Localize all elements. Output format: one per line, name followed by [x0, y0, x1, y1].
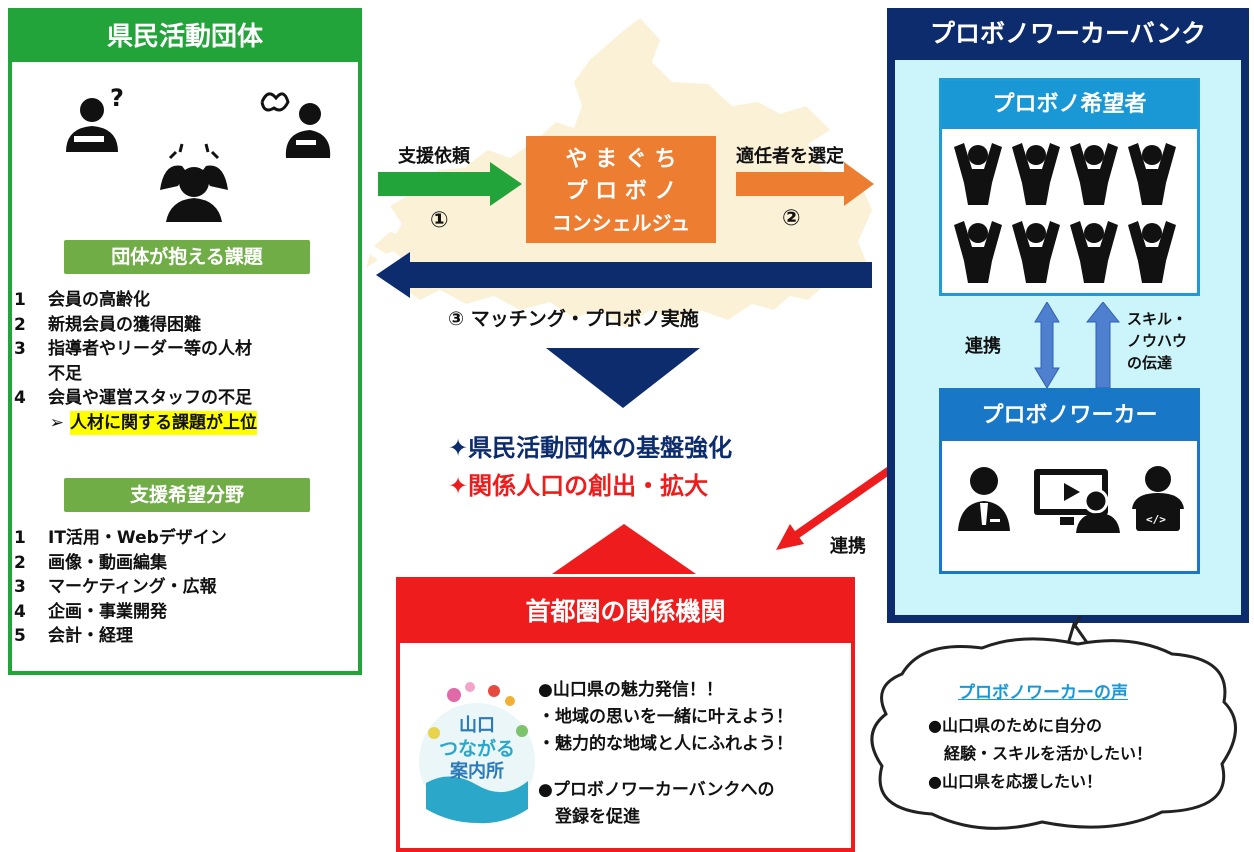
svg-text:山口: 山口 — [459, 715, 495, 736]
outcome-1: ✦県民活動団体の基盤強化 — [448, 434, 733, 462]
worker-title: プロボノワーカー — [942, 391, 1197, 441]
up-triangle — [552, 524, 696, 574]
organizations-title: 県民活動団体 — [12, 12, 358, 62]
metro-text-2: ●プロボノワーカーバンクへの 登録を促進 — [538, 780, 775, 827]
down-triangle — [546, 348, 700, 408]
select-label: 適任者を選定 — [736, 146, 844, 167]
concierge-line: や ま ぐ ち — [565, 147, 677, 172]
svg-text:案内所: 案内所 — [449, 760, 504, 782]
link-label: 連携 — [965, 336, 1001, 357]
worker-bank-panel: プロボノワーカーバンク プロボノ希望者 連携 スキル・ ノウハウ — [887, 8, 1249, 623]
list-item: 不足 — [48, 363, 82, 384]
worker-icons: </> — [958, 466, 1184, 533]
skill-transfer-label: スキル・ ノウハウ の伝達 — [1127, 310, 1188, 372]
matching-label: ③ マッチング・プロボノ実施 — [448, 308, 699, 330]
metro-text-1: ●山口県の魅力発信！！ ・地域の思いを一緒に叶えよう！ ・魅力的な地域と人にふれ… — [538, 680, 793, 754]
cheering-people-icon — [954, 143, 1176, 283]
worker-bank-title: プロボノワーカーバンク — [929, 19, 1206, 48]
voice-bubble — [870, 615, 1237, 830]
hopeful-title: プロボノ希望者 — [942, 81, 1197, 129]
matching-arrow — [376, 252, 872, 298]
troubled-people-icon: ? — [66, 84, 331, 222]
metro-title: 首都圏の関係機関 — [400, 581, 851, 643]
support-header: 支援希望分野 — [64, 478, 310, 512]
step-1-badge: ① — [430, 208, 449, 233]
outcome-2: ✦関係人口の創出・拡大 — [448, 472, 709, 500]
hopeful-box: プロボノ希望者 — [939, 78, 1200, 296]
link-vertical-arrows — [1034, 302, 1121, 388]
worker-box: プロボノワーカー </> — [939, 388, 1200, 574]
svg-text:</>: </> — [1146, 513, 1166, 526]
select-arrow — [736, 162, 874, 206]
metro-agencies-box: 首都圏の関係機関 山口 つながる 案内所 ●山口県の魅力発信！！ ・地域の思いを… — [396, 577, 855, 852]
worker-bank-body: プロボノ希望者 連携 スキル・ ノウハウ の伝達 — [895, 60, 1241, 615]
link-label: 連携 — [830, 536, 866, 557]
svg-text:つながる: つながる — [439, 737, 515, 760]
voice-text: ●山口県のために自分の 経験・スキルを活かしたい！ ●山口県を応援したい！ — [928, 716, 1153, 791]
voice-title: プロボノワーカーの声 — [958, 683, 1128, 703]
concierge-line: プ ロ ボ ノ — [565, 179, 677, 204]
issues-header: 団体が抱える課題 — [64, 240, 310, 274]
step-2-badge: ② — [782, 206, 801, 231]
request-label: 支援依頼 — [398, 146, 470, 167]
highlight-item: ➢人材に関する課題が上位 — [12, 410, 352, 435]
tsunagaru-logo: 山口 つながる 案内所 — [419, 682, 535, 824]
request-arrow — [378, 162, 522, 206]
concierge-line: コンシェルジュ — [551, 211, 691, 235]
concierge-box: や ま ぐ ち プ ロ ボ ノ コンシェルジュ — [526, 136, 716, 243]
svg-text:?: ? — [110, 84, 124, 112]
